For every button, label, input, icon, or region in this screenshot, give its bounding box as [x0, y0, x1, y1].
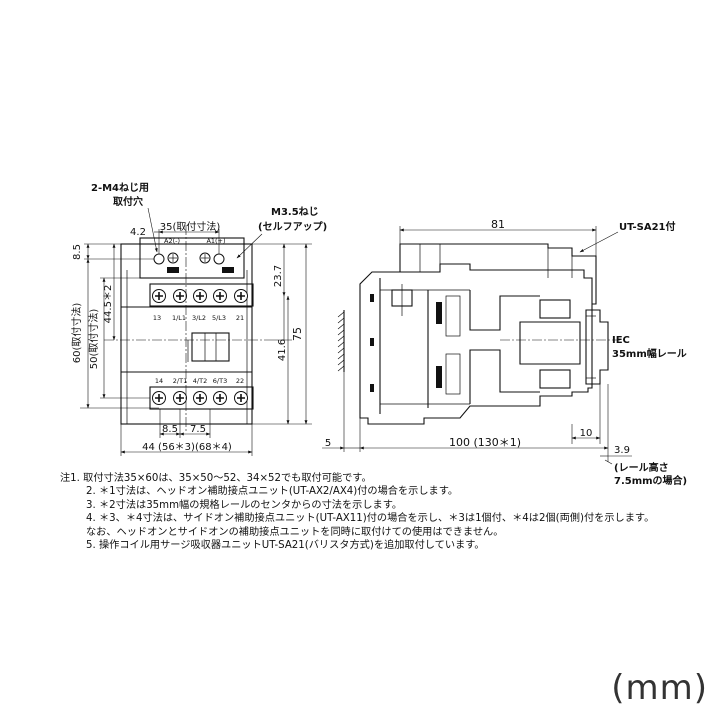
panel-hatch-line [337, 329, 345, 336]
panel-hatch-line [337, 323, 345, 330]
terminal-label-a2: A2(-) [164, 237, 180, 245]
terminal-label-22: 22 [236, 377, 244, 385]
top-terminal-row [149, 283, 254, 307]
dim-3-9: 3.9 [614, 445, 630, 456]
panel-hatch-line [337, 359, 345, 366]
bottom-terminal-row [149, 386, 254, 410]
front-view-callouts: 2-M4ねじ用 取付穴 M3.5ねじ (セルフアップ) [91, 182, 327, 259]
front-view: A2(-) A1(+) 13 1/L1 3/L2 5/L3 21 14 2/T1… [104, 225, 268, 432]
dim-4-2: 4.2 [130, 227, 146, 238]
note-1: 注1. 取付寸法35×60は、35×50～52、34×52でも取付可能です。 [60, 473, 372, 484]
side-view [337, 243, 620, 425]
mount-hole-right [213, 253, 225, 265]
bottom-terminal-screw-slot-2 [176, 394, 184, 402]
note-4: 4. ＊3、＊4寸法は、サイドオン補助接点ユニット(UT-AX11)付の場合を示… [86, 513, 655, 525]
panel-hatch-line [337, 335, 345, 342]
label-iec: IEC [612, 335, 630, 346]
dim-41-6: 41.6 [277, 339, 288, 361]
bottom-terminal-screw-slot-4 [216, 394, 224, 402]
dim-75: 75 [291, 327, 304, 341]
top-terminal-screw-slot-1 [155, 292, 163, 300]
label-rail-height-2: 7.5mmの場合) [614, 474, 687, 487]
bottom-terminal-screw-slot-3 [196, 394, 204, 402]
dim-8-5-top: 8.5 [72, 244, 83, 260]
bottom-terminal-screw-slot-5 [237, 394, 245, 402]
top-terminal-screw-slot-5 [237, 292, 245, 300]
terminal-label-l3: 5/L3 [212, 314, 226, 322]
label-surge-unit: UT-SA21付 [619, 220, 675, 233]
contact-block-lower [436, 366, 442, 388]
terminal-label-14: 14 [155, 377, 163, 385]
panel-hatch-line [337, 311, 345, 318]
terminal-label-21: 21 [236, 314, 244, 322]
note-2: 2. ＊1寸法は、ヘッドオン補助接点ユニット(UT-AX2/AX4)付の場合を示… [86, 486, 459, 498]
dim-10: 10 [580, 428, 593, 439]
bottom-terminal-screw-slot-1 [155, 394, 163, 402]
label-mount-hole: 2-M4ねじ用 [91, 182, 149, 194]
contact-window [191, 332, 230, 362]
label-screw: M3.5ねじ [271, 206, 319, 218]
front-view-dimensions: 35(取付寸法) 4.2 8.5 60(取付寸法) 50(取付寸法) 44.5＊… [70, 220, 312, 456]
panel-hatch-line [337, 341, 345, 348]
panel-hatch-line [337, 347, 345, 354]
top-terminal-screw-slot-3 [196, 292, 204, 300]
dim-8-5-bottom: 8.5 [162, 424, 178, 435]
unit-label: (mm) [611, 668, 708, 708]
dim-44-width: 44 (56＊3)(68＊4) [142, 442, 232, 453]
panel-hatch-line [337, 353, 345, 360]
dim-35-mount: 35(取付寸法) [160, 220, 221, 233]
label-rail-height: (レール高さ [614, 461, 669, 474]
note-4-continued: なお、ヘッドオンとサイドオンの補助接点ユニットを同時に取付けての使用はできません… [86, 526, 504, 538]
terminal-label-t2: 4/T2 [193, 377, 207, 385]
note-5: 5. 操作コイル用サージ吸収器ユニットUT-SA21(バリスタ方式)を追加取付し… [86, 540, 485, 552]
dim-50-mount: 50(取付寸法) [87, 309, 100, 370]
note-3: 3. ＊2寸法は35mm幅の規格レールのセンタからの寸法を示します。 [86, 499, 403, 511]
terminal-label-t3: 6/T3 [213, 377, 227, 385]
coil-a2-marker [167, 267, 179, 273]
top-terminal-screw-slot-2 [176, 292, 184, 300]
panel-hatch-line [337, 317, 345, 324]
terminal-label-13: 13 [153, 314, 161, 322]
terminal-label-l2: 3/L2 [192, 314, 206, 322]
dim-60-mount: 60(取付寸法) [70, 303, 83, 364]
top-terminal-screw-slot-4 [216, 292, 224, 300]
mount-hole-left [153, 253, 165, 265]
dim-7-5: 7.5 [190, 424, 206, 435]
label-screw-2: (セルフアップ) [258, 220, 327, 233]
dim-23-7: 23.7 [273, 265, 284, 287]
coil-a1-marker [222, 267, 234, 273]
dim-5: 5 [325, 438, 331, 449]
coil-terminal-block [139, 237, 245, 279]
side-body-outline [359, 263, 593, 425]
notes-section: 注1. 取付寸法35×60は、35×50～52、34×52でも取付可能です。 2… [60, 472, 700, 552]
label-rail: 35mm幅レール [612, 347, 687, 360]
terminal-label-a1: A1(+) [206, 237, 225, 245]
side-view-dimensions: 81 UT-SA21付 5 100 (130＊1) 10 3.9 IEC 35m… [322, 218, 687, 487]
contact-block-upper [436, 302, 442, 324]
dim-44-5: 44.5＊2 [103, 285, 114, 324]
front-body-outline [120, 243, 253, 425]
terminal-label-l1: 1/L1 [172, 314, 186, 322]
surge-absorber-unit [399, 243, 597, 305]
dim-81: 81 [491, 218, 505, 231]
dim-100: 100 (130＊1) [449, 436, 521, 449]
panel-hatch-line [337, 365, 345, 372]
din-rail [585, 309, 609, 385]
terminal-label-t1: 2/T1 [173, 377, 187, 385]
label-mount-hole-2: 取付穴 [113, 195, 143, 208]
